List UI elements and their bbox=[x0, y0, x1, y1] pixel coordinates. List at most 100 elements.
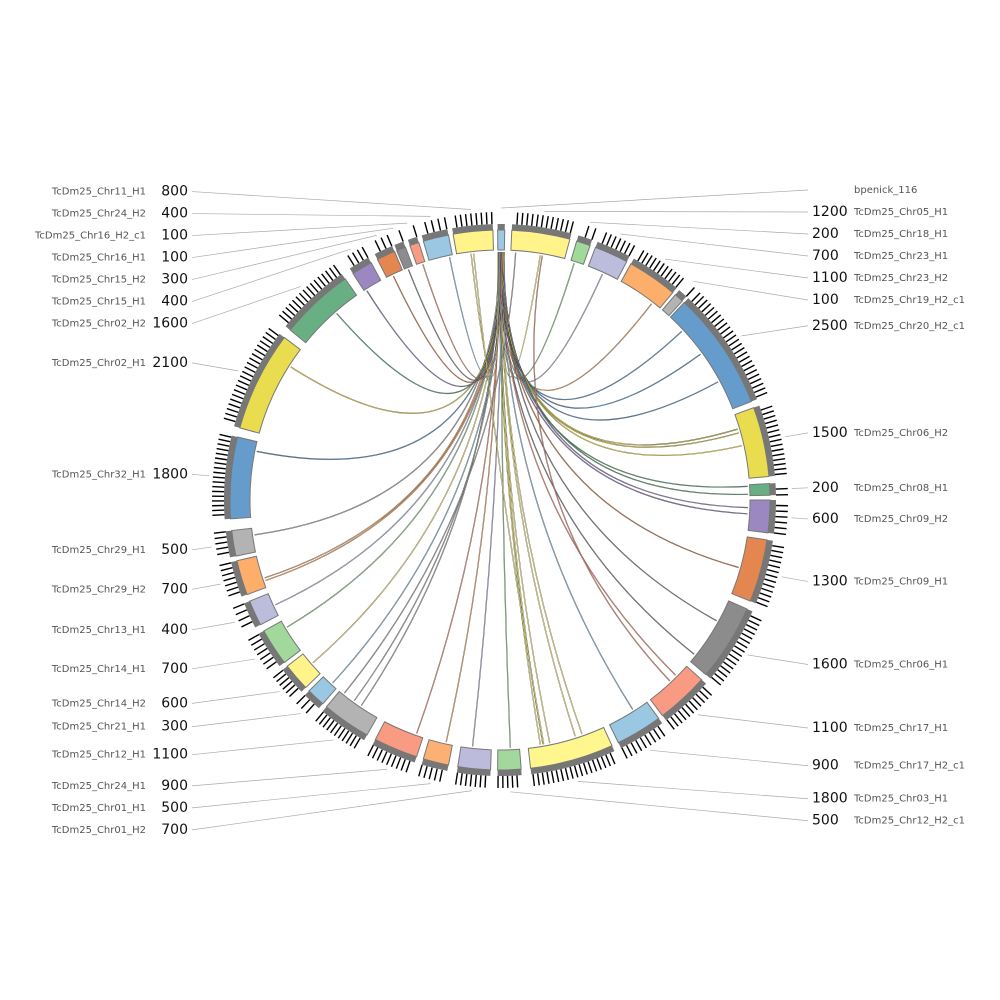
tick-mark bbox=[376, 749, 383, 761]
tick-mark bbox=[569, 766, 574, 779]
tick-mark bbox=[773, 532, 787, 536]
segment-scale-band bbox=[322, 706, 368, 741]
chromosome-segment bbox=[454, 746, 492, 788]
tick-mark bbox=[516, 775, 519, 788]
chromosome-name: TcDm25_Chr32_H1 bbox=[51, 469, 146, 480]
segment-ideogram bbox=[689, 600, 748, 676]
segment-ideogram bbox=[570, 240, 591, 265]
tick-mark bbox=[731, 342, 743, 351]
segment-ideogram bbox=[608, 701, 660, 744]
tick-mark bbox=[337, 727, 346, 739]
chromosome-name: TcDm25_Chr02_H2 bbox=[51, 319, 146, 330]
tick-mark bbox=[241, 621, 253, 628]
tick-mark bbox=[775, 515, 788, 518]
tick-mark bbox=[628, 245, 636, 257]
tick-mark bbox=[660, 265, 669, 277]
segment-ideogram bbox=[587, 246, 628, 280]
tick-mark bbox=[605, 754, 612, 767]
chromosome-name: bpenick_116 bbox=[854, 185, 917, 196]
tick-mark bbox=[637, 250, 645, 262]
chromosome-segment bbox=[394, 230, 414, 270]
segment-ideogram bbox=[734, 407, 770, 479]
tick-mark bbox=[278, 314, 289, 324]
tick-mark bbox=[725, 334, 737, 343]
tick-mark bbox=[295, 296, 305, 306]
tick-mark bbox=[649, 257, 657, 269]
tick-mark bbox=[652, 260, 661, 272]
label-leader-line bbox=[544, 211, 809, 213]
tick-mark bbox=[361, 246, 369, 258]
tick-mark bbox=[464, 213, 468, 227]
tick-mark bbox=[253, 643, 265, 651]
tick-mark bbox=[630, 742, 638, 754]
tick-mark bbox=[262, 656, 274, 665]
tick-mark bbox=[220, 567, 233, 572]
segment-ideogram bbox=[229, 436, 258, 520]
tick-label: 200 bbox=[812, 226, 839, 242]
chromosome-name: TcDm25_Chr12_H1 bbox=[51, 750, 146, 761]
chromosome-name: TcDm25_Chr17_H1 bbox=[853, 723, 948, 734]
segment-scale-band bbox=[497, 769, 522, 777]
tick-label: 400 bbox=[161, 294, 188, 310]
chromosome-segment bbox=[418, 739, 453, 782]
tick-mark bbox=[674, 713, 683, 724]
tick-mark bbox=[305, 703, 315, 714]
tick-mark bbox=[747, 373, 760, 380]
tick-mark bbox=[390, 755, 397, 768]
chromosome-segment bbox=[374, 234, 403, 278]
tick-mark bbox=[430, 220, 435, 233]
chromosome-segment bbox=[315, 690, 378, 749]
tick-mark bbox=[459, 773, 463, 786]
segment-scale-band bbox=[282, 666, 306, 692]
tick-mark bbox=[214, 462, 227, 465]
chromosome-segment bbox=[278, 264, 358, 344]
tick-mark bbox=[223, 576, 236, 582]
tick-mark bbox=[367, 744, 374, 757]
segments-layer bbox=[211, 212, 788, 788]
segment-scale-band bbox=[258, 630, 285, 667]
tick-mark bbox=[256, 647, 268, 656]
tick-mark bbox=[324, 270, 334, 281]
link bbox=[503, 252, 748, 508]
tick-mark bbox=[692, 697, 702, 707]
tick-mark bbox=[251, 353, 263, 361]
segment-scale-band bbox=[374, 245, 395, 260]
tick-mark bbox=[656, 263, 665, 274]
chromosome-segment bbox=[620, 250, 685, 309]
link bbox=[275, 251, 502, 606]
tick-mark bbox=[765, 573, 778, 579]
tick-mark bbox=[475, 212, 478, 226]
tick-mark bbox=[479, 775, 482, 788]
label-leader-line bbox=[650, 749, 809, 767]
tick-label: 700 bbox=[161, 822, 188, 838]
chromosome-name: TcDm25_Chr24_H1 bbox=[51, 781, 146, 792]
tick-mark bbox=[728, 338, 740, 347]
segment-ideogram bbox=[731, 536, 768, 602]
segment-label: 1800 TcDm25_Chr32_H1 bbox=[51, 466, 210, 482]
label-leader-line bbox=[590, 221, 809, 235]
tick-mark bbox=[765, 419, 777, 425]
tick-mark bbox=[315, 711, 324, 722]
tick-mark bbox=[610, 236, 617, 248]
tick-mark bbox=[454, 215, 458, 228]
tick-mark bbox=[256, 344, 268, 353]
tick-mark bbox=[516, 212, 519, 225]
label-leader-line bbox=[191, 658, 256, 670]
tick-mark bbox=[309, 282, 319, 293]
label-leader-line bbox=[697, 714, 809, 729]
tick-mark bbox=[459, 214, 463, 227]
tick-mark bbox=[757, 596, 770, 603]
chromosome-name: TcDm25_Chr08_H1 bbox=[853, 483, 948, 494]
tick-mark bbox=[345, 732, 354, 744]
chromosome-segment bbox=[452, 212, 494, 255]
label-leader-line bbox=[781, 576, 809, 582]
tick-label: 1800 bbox=[152, 466, 188, 482]
segment-ideogram bbox=[325, 690, 378, 736]
segment-scale-band bbox=[304, 690, 323, 709]
tick-mark bbox=[625, 744, 633, 757]
